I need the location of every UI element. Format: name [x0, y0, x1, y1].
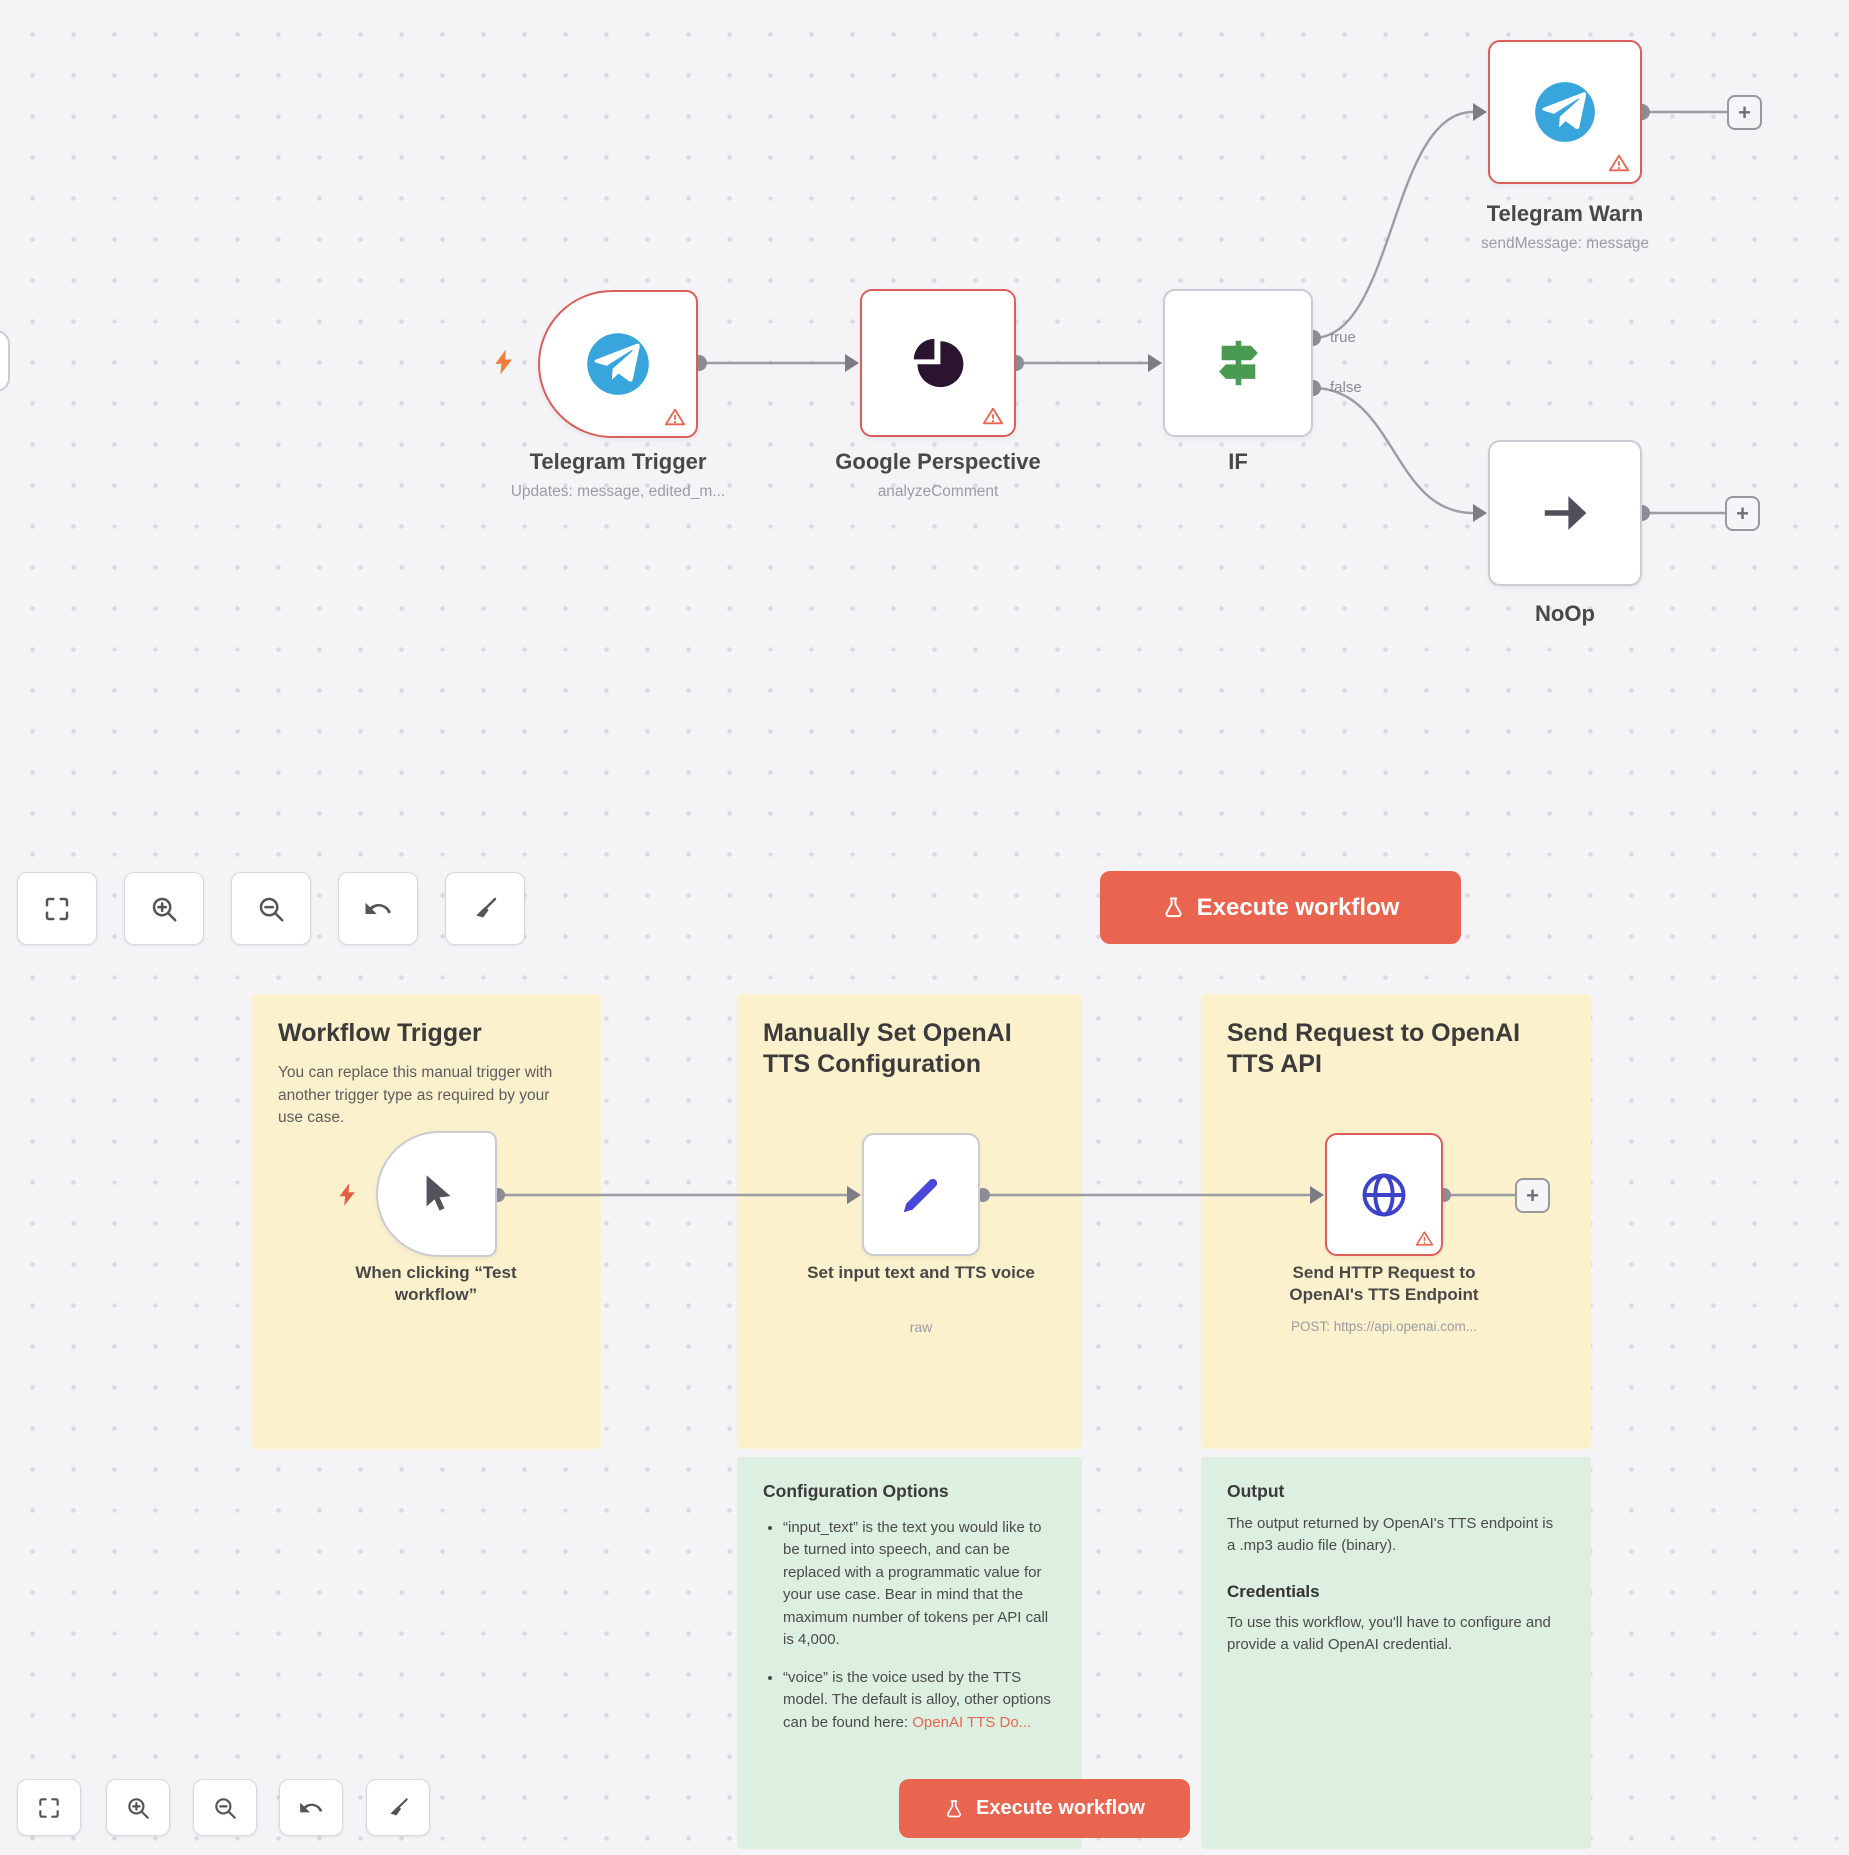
node-sublabel-telegram-trigger: Updates: message, edited_m... [510, 483, 726, 500]
node-label-google-perspective: Google Perspective [835, 449, 1041, 474]
add-node-button[interactable]: + [1727, 95, 1762, 130]
undo-icon [298, 1795, 324, 1821]
node-noop[interactable] [1488, 440, 1642, 586]
node-telegram-trigger[interactable] [538, 290, 698, 438]
sticky-note-tts-configuration[interactable]: Manually Set OpenAI TTS Configuration [737, 994, 1082, 1449]
node-telegram-warn[interactable] [1488, 40, 1642, 184]
offscreen-node [0, 330, 10, 392]
zoom-out-icon [256, 894, 286, 924]
credentials-body: To use this workflow, you'll have to con… [1227, 1613, 1551, 1654]
signpost-icon [1210, 335, 1266, 391]
flask-icon [1162, 896, 1185, 919]
sticky-title: Workflow Trigger [278, 1019, 482, 1047]
execute-workflow-button[interactable]: Execute workflow [1100, 871, 1461, 944]
globe-icon [1358, 1169, 1410, 1221]
sticky-title: Send Request to OpenAI TTS API [1227, 1019, 1521, 1079]
tidy-up-button[interactable] [366, 1779, 430, 1836]
node-label-http-request: Send HTTP Request to OpenAI's TTS Endpoi… [1289, 1263, 1479, 1305]
node-sublabel-set-input: raw [909, 1319, 933, 1335]
node-label-manual-trigger: When clicking “Test workflow” [355, 1263, 517, 1305]
warning-icon [982, 405, 1004, 427]
sticky-body: You can replace this manual trigger with… [278, 1064, 553, 1127]
node-sublabel-google-perspective: analyzeComment [877, 483, 999, 500]
node-label-telegram-warn: Telegram Warn [1486, 201, 1644, 226]
node-label-set-input: Set input text and TTS voice [807, 1263, 1035, 1282]
pencil-icon [898, 1172, 944, 1218]
sticky-note-workflow-trigger[interactable]: Workflow Trigger You can replace this ma… [252, 994, 601, 1449]
sticky-title: Manually Set OpenAI TTS Configuration [763, 1019, 1012, 1079]
sticky-title: Output [1227, 1481, 1285, 1501]
config-option-text: “voice” is the voice used by the TTS mod… [783, 1668, 1051, 1731]
zoom-to-fit-icon [42, 894, 72, 924]
config-option-item: “voice” is the voice used by the TTS mod… [783, 1667, 1056, 1735]
zoom-out-icon [212, 1795, 238, 1821]
zoom-in-button[interactable] [106, 1779, 170, 1836]
sticky-note-output[interactable]: Output The output returned by OpenAI's T… [1201, 1457, 1591, 1849]
telegram-icon [585, 331, 651, 397]
config-options-list: “input_text” is the text you would like … [783, 1517, 1056, 1735]
zoom-to-fit-button[interactable] [17, 872, 97, 945]
warning-icon [1608, 152, 1630, 174]
sticky-title: Configuration Options [763, 1481, 949, 1501]
if-true-output-label: true [1330, 329, 1356, 346]
trigger-pulse-icon [334, 1181, 361, 1208]
zoom-out-button[interactable] [193, 1779, 257, 1836]
node-set-input[interactable] [862, 1133, 980, 1256]
execute-workflow-label: Execute workflow [1196, 893, 1400, 921]
perspective-pie-icon [909, 334, 967, 392]
if-false-output-label: false [1330, 379, 1362, 396]
node-label-telegram-trigger: Telegram Trigger [529, 449, 707, 474]
config-option-item: “input_text” is the text you would like … [783, 1517, 1056, 1652]
add-node-button[interactable]: + [1725, 496, 1760, 531]
cursor-icon [412, 1169, 462, 1219]
undo-icon [363, 894, 393, 924]
node-if[interactable] [1163, 289, 1313, 437]
warning-icon [664, 406, 686, 428]
zoom-in-button[interactable] [124, 872, 204, 945]
config-option-text: “input_text” is the text you would like … [783, 1518, 1049, 1649]
add-node-button[interactable]: + [1515, 1178, 1550, 1213]
credentials-title: Credentials [1227, 1581, 1320, 1601]
zoom-to-fit-icon [36, 1795, 62, 1821]
zoom-out-button[interactable] [231, 872, 311, 945]
node-google-perspective[interactable] [860, 289, 1016, 437]
warning-icon [1415, 1229, 1434, 1248]
sticky-body: The output returned by OpenAI's TTS endp… [1227, 1514, 1554, 1555]
undo-button[interactable] [279, 1779, 343, 1836]
undo-button[interactable] [338, 872, 418, 945]
arrow-right-icon [1538, 486, 1592, 540]
broom-icon [470, 894, 500, 924]
flask-icon [944, 1799, 964, 1819]
openai-tts-docs-link[interactable]: OpenAI TTS Do... [912, 1713, 1032, 1731]
execute-workflow-button[interactable]: Execute workflow [899, 1779, 1190, 1838]
node-http-request[interactable] [1325, 1133, 1443, 1256]
telegram-icon [1533, 80, 1597, 144]
trigger-pulse-icon [489, 347, 519, 377]
tidy-up-button[interactable] [445, 872, 525, 945]
zoom-in-icon [125, 1795, 151, 1821]
node-sublabel-http-request: POST: https://api.openai.com... [1290, 1319, 1478, 1334]
execute-workflow-label: Execute workflow [976, 1797, 1145, 1819]
broom-icon [385, 1795, 411, 1821]
node-sublabel-telegram-warn: sendMessage: message [1480, 235, 1649, 252]
zoom-in-icon [149, 894, 179, 924]
node-label-noop: NoOp [1535, 601, 1595, 626]
node-label-if: IF [1228, 449, 1248, 474]
zoom-to-fit-button[interactable] [17, 1779, 81, 1836]
node-manual-trigger[interactable] [376, 1131, 497, 1257]
